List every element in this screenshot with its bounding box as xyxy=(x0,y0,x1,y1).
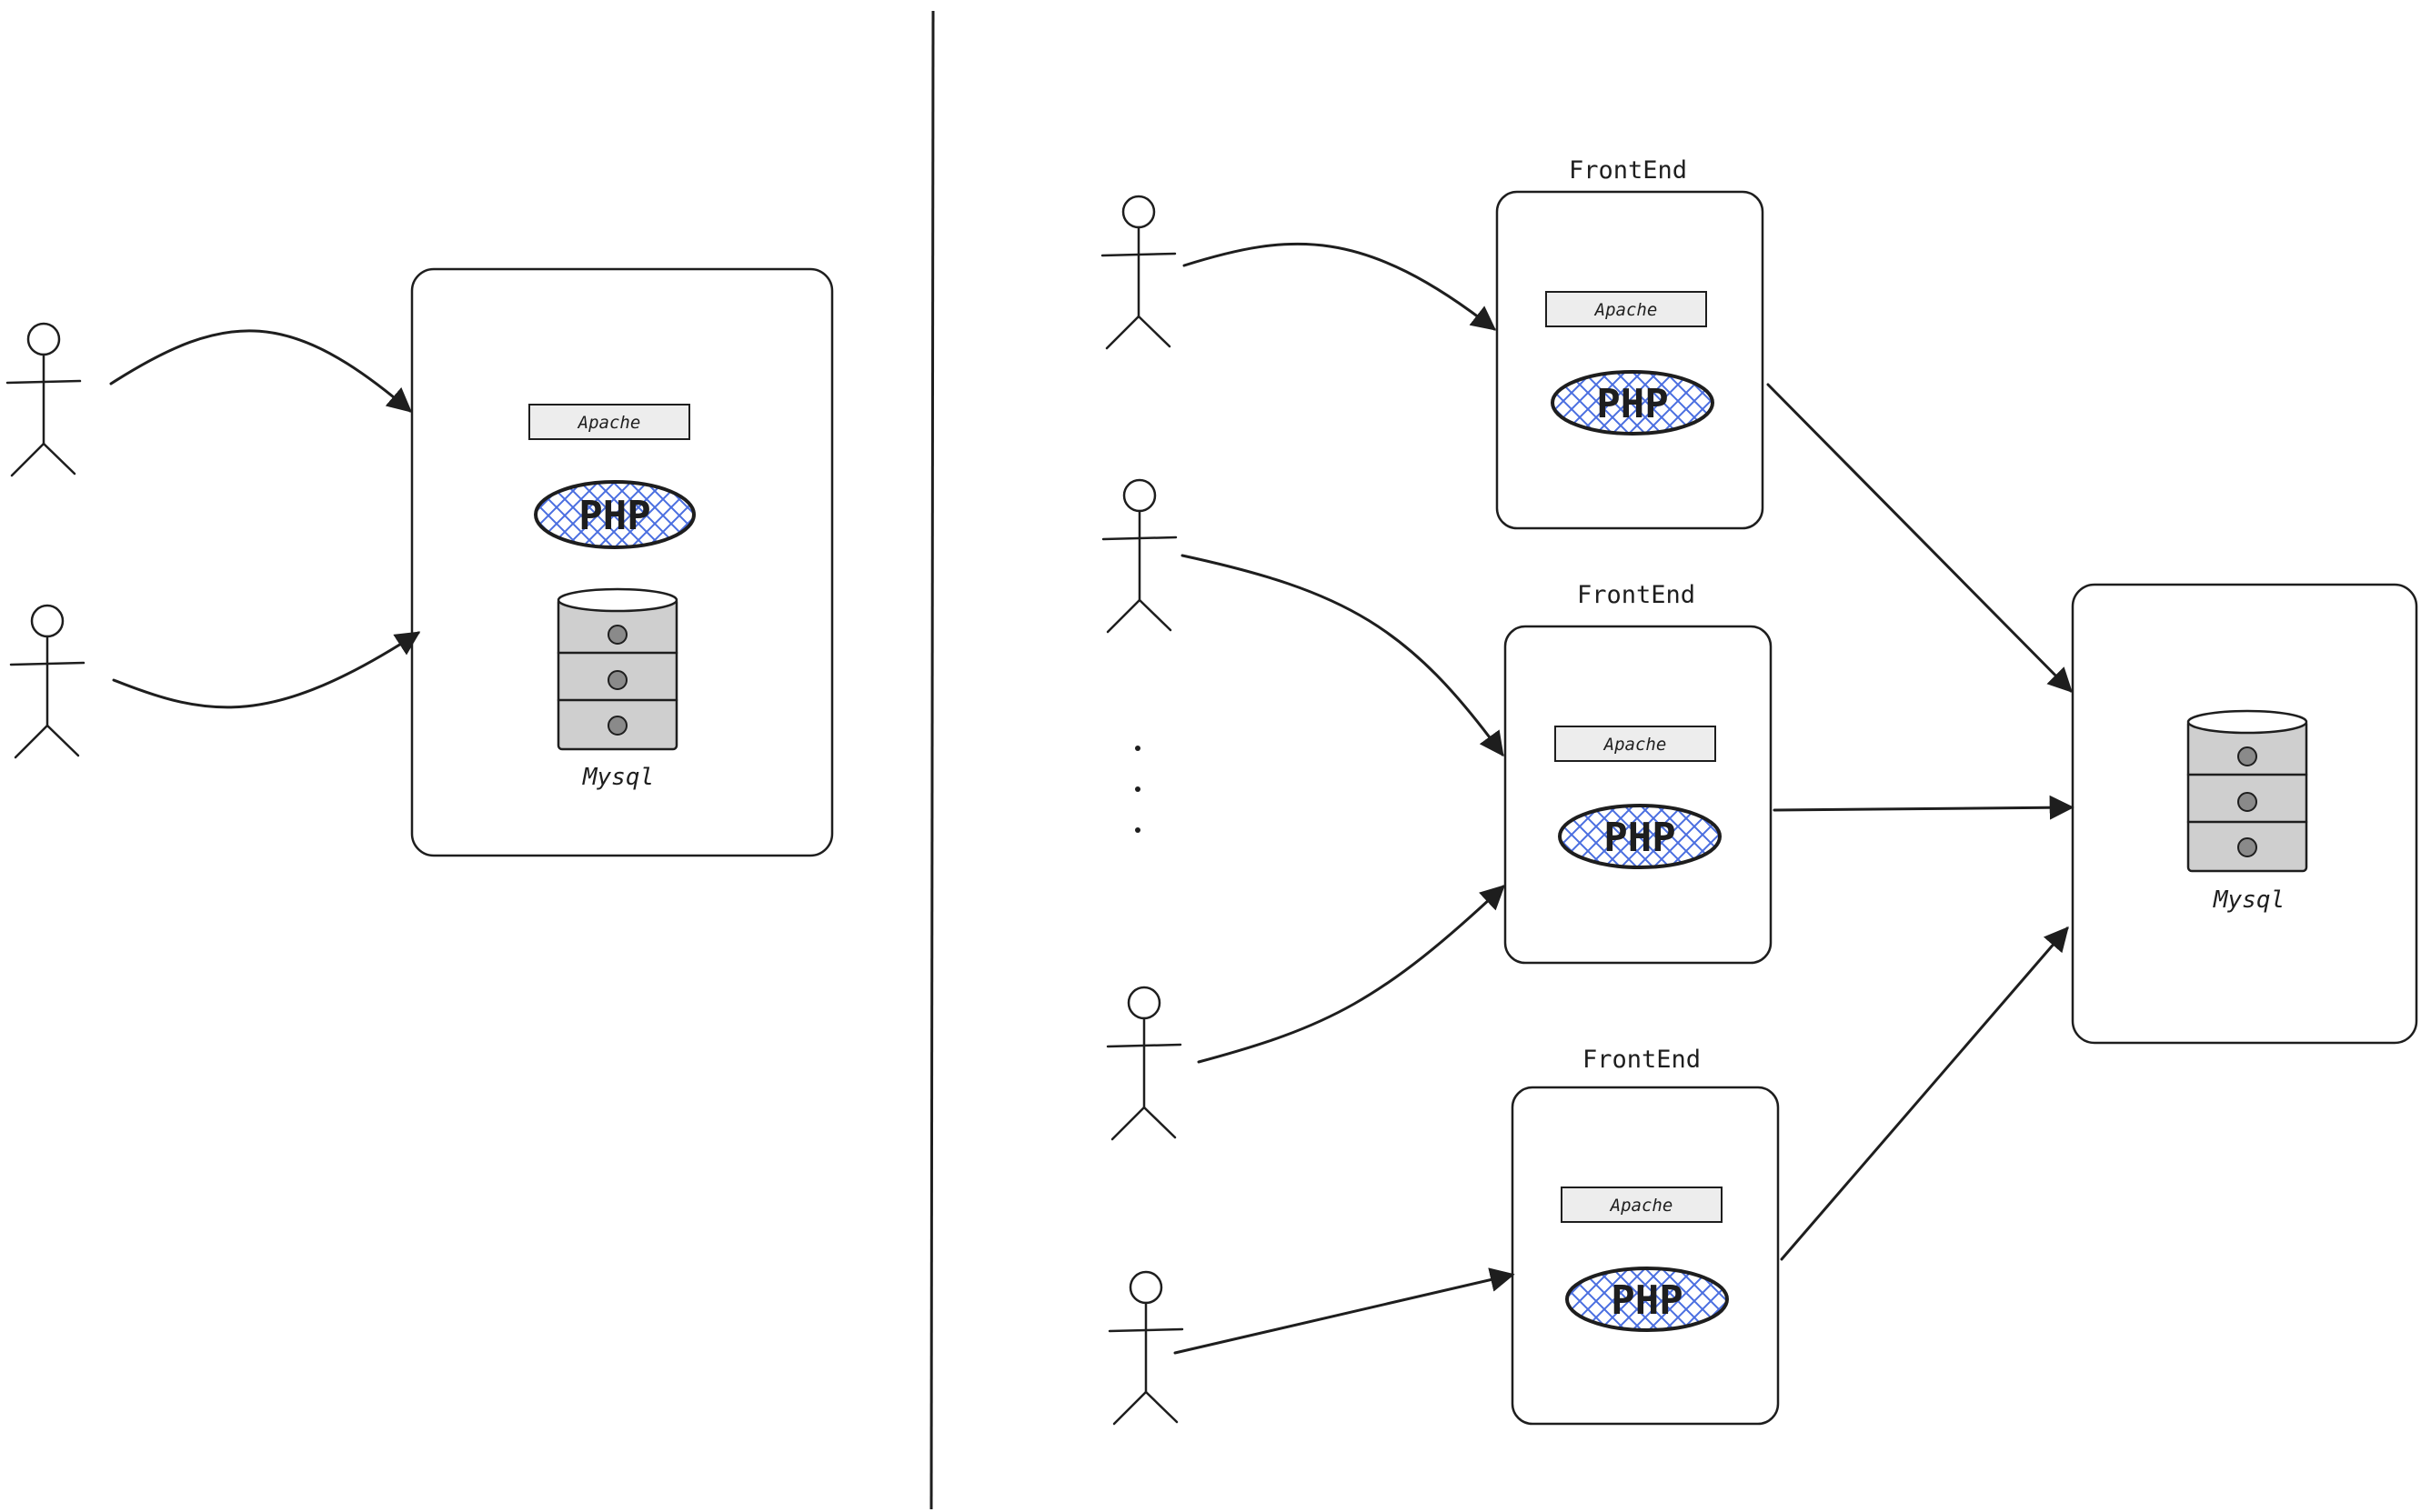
vertical-ellipsis xyxy=(1135,746,1140,833)
frontend3-to-db-arrow xyxy=(1780,926,2069,1261)
apache-label: Apache xyxy=(1610,1196,1673,1216)
user4-to-frontend3-arrow xyxy=(1173,1267,1515,1355)
user2-to-server-arrow xyxy=(112,631,421,709)
frontend1-to-db-arrow xyxy=(1766,383,2073,693)
frontend2-to-db-arrow xyxy=(1773,795,2074,820)
user-icon xyxy=(5,322,82,477)
apache-label: Apache xyxy=(1594,300,1658,320)
user2-to-frontend2-arrow xyxy=(1180,554,1504,757)
frontend-title: FrontEnd xyxy=(1577,581,1695,609)
user1-to-frontend1-arrow xyxy=(1182,242,1497,331)
user-icon xyxy=(1101,478,1178,634)
frontend-title: FrontEnd xyxy=(1569,156,1687,185)
user-icon xyxy=(1106,986,1182,1141)
apache-label: Apache xyxy=(1603,735,1667,755)
section-divider xyxy=(929,10,935,1510)
apache-component: Apache xyxy=(528,404,690,440)
frontend-server-1: FrontEnd Apache PHP xyxy=(1495,156,1764,530)
php-label: PHP xyxy=(1611,1277,1683,1324)
database-icon xyxy=(557,587,678,751)
apache-label: Apache xyxy=(578,413,641,433)
php-component: PHP xyxy=(534,480,696,549)
user-icon xyxy=(1108,1270,1184,1426)
left-users xyxy=(5,322,85,759)
user-icon xyxy=(9,604,85,759)
right-users xyxy=(1100,195,1184,1426)
frontend-server-2: FrontEnd Apache PHP xyxy=(1503,581,1773,965)
user3-to-frontend2-arrow xyxy=(1197,885,1505,1064)
user-icon xyxy=(1100,195,1177,350)
mysql-label: Mysql xyxy=(582,764,654,791)
mysql-label: Mysql xyxy=(2213,886,2285,914)
single-server-box: Apache PHP Mysql xyxy=(410,267,834,857)
database-server-box: Mysql xyxy=(2071,583,2418,1045)
database-icon xyxy=(2186,709,2308,873)
frontend-title: FrontEnd xyxy=(1582,1046,1701,1074)
user1-to-server-arrow xyxy=(109,329,413,413)
left-connections xyxy=(109,329,421,709)
php-label: PHP xyxy=(1603,815,1675,861)
php-label: PHP xyxy=(1596,381,1668,427)
php-label: PHP xyxy=(578,493,650,539)
right-connections xyxy=(1173,242,2074,1355)
frontend-server-3: FrontEnd Apache PHP xyxy=(1511,1046,1780,1426)
